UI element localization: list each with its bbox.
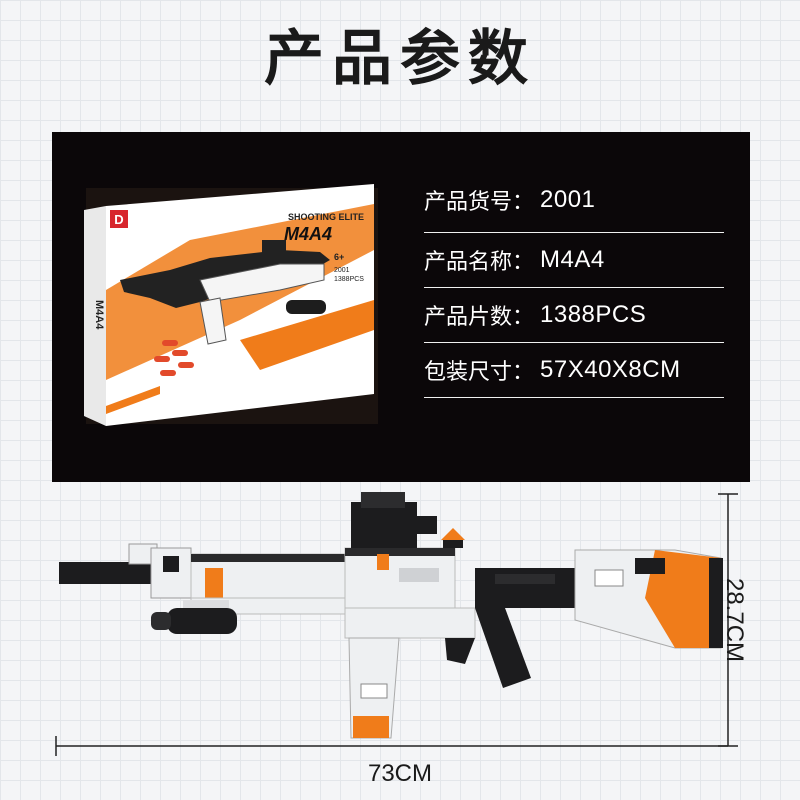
- box-side-model: M4A4: [93, 300, 105, 330]
- spec-value: 57X40X8CM: [540, 356, 681, 383]
- spec-label: 产品片数：: [424, 305, 535, 330]
- spec-value: M4A4: [540, 246, 605, 273]
- length-dimension-label: 73CM: [367, 760, 433, 787]
- box-brand: SHOOTING ELITE: [288, 212, 364, 222]
- height-dimension-label: 28.7CM: [721, 577, 748, 663]
- spec-label: 产品名称：: [424, 250, 535, 275]
- spec-list: 产品货号： 2001 产品名称： M4A4 产品片数： 1388PCS 包装尺寸…: [424, 168, 724, 398]
- spec-label: 产品货号：: [424, 190, 535, 215]
- spec-label: 包装尺寸：: [424, 360, 535, 385]
- page-title: 产品参数: [264, 24, 536, 94]
- box-age: 6+: [334, 252, 344, 262]
- spec-row-package-size: 包装尺寸： 57X40X8CM: [424, 343, 724, 398]
- box-pcs: 1388PCS: [334, 276, 364, 283]
- spec-row-item-number: 产品货号： 2001: [424, 168, 724, 233]
- product-box-image: D M4A4 SHOOTING ELITE M4A4 6+ 2001 1388P…: [80, 180, 380, 430]
- product-info-panel: D M4A4 SHOOTING ELITE M4A4 6+ 2001 1388P…: [52, 132, 750, 482]
- rifle-model-image: [55, 488, 735, 758]
- box-item-no: 2001: [334, 267, 350, 274]
- spec-value: 1388PCS: [540, 301, 647, 328]
- spec-value: 2001: [540, 186, 596, 213]
- box-model: M4A4: [284, 224, 332, 244]
- spec-row-product-name: 产品名称： M4A4: [424, 233, 724, 288]
- spec-row-piece-count: 产品片数： 1388PCS: [424, 288, 724, 343]
- box-logo: D: [114, 212, 123, 227]
